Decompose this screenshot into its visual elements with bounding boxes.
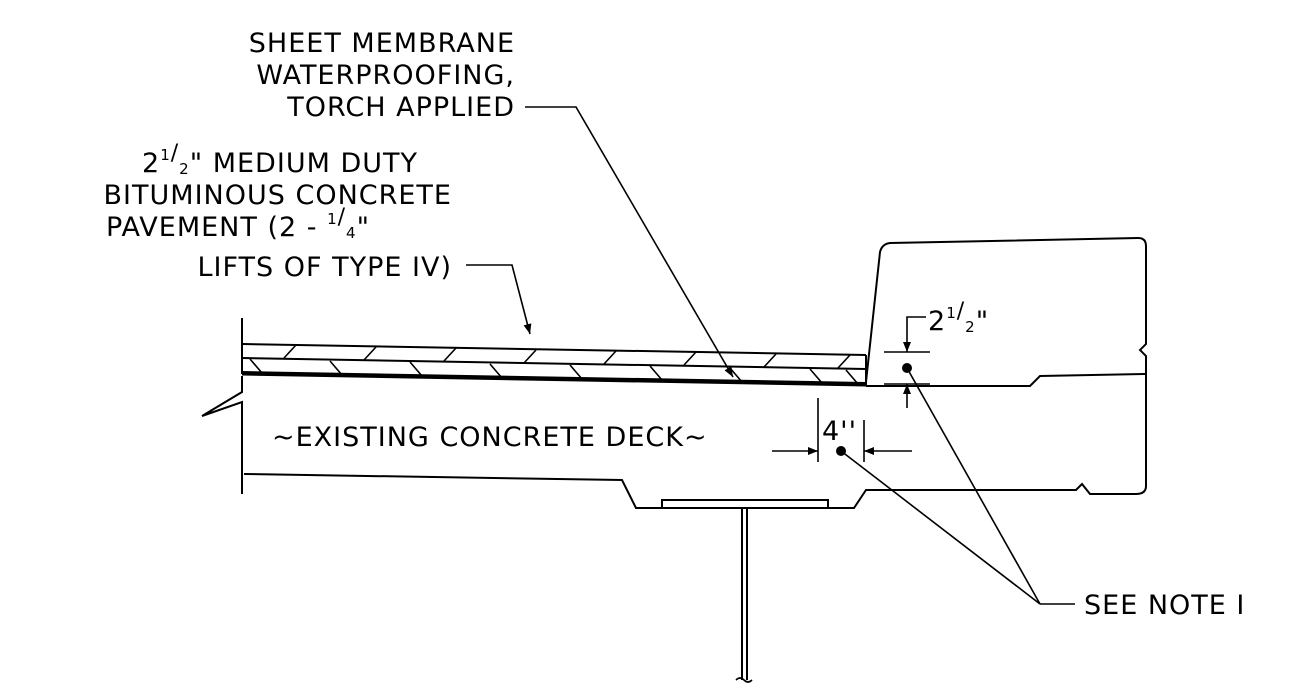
pavement-label-line3: PAVEMENT (2 - 1/4" <box>106 205 370 243</box>
pavement-label-line2: BITUMINOUS CONCRETE <box>104 180 452 211</box>
membrane-label-line2: WATERPROOFING, <box>256 60 515 91</box>
pavement-label-line1: 21/2" MEDIUM DUTY <box>142 141 418 179</box>
bituminous-pavement-layer <box>241 343 867 387</box>
existing-deck-label: ~EXISTING CONCRETE DECK~ <box>272 422 708 453</box>
note-point-parapet <box>902 363 912 373</box>
concrete-deck-outline <box>201 318 1136 509</box>
dimension-2-half-inch <box>884 316 930 408</box>
membrane-label-line1: SHEET MEMBRANE <box>249 28 515 59</box>
dimension-4-inch-label: 4'' <box>822 416 857 447</box>
pavement-label-line4: LIFTS OF TYPE IV) <box>197 252 452 283</box>
membrane-label: SHEET MEMBRANE WATERPROOFING, TORCH APPL… <box>249 28 515 123</box>
see-note-label: SEE NOTE I <box>1084 590 1245 621</box>
dimension-2-half-inch-label: 21/2" <box>928 299 989 337</box>
steel-beam <box>661 499 829 683</box>
parapet-outline <box>865 236 1147 495</box>
membrane-label-line3: TORCH APPLIED <box>286 92 515 123</box>
pavement-label: 21/2" MEDIUM DUTY BITUMINOUS CONCRETE PA… <box>104 141 452 283</box>
dimension-4-inch <box>772 398 912 462</box>
leader-lines <box>466 106 1075 605</box>
note-point-deck <box>836 446 846 456</box>
